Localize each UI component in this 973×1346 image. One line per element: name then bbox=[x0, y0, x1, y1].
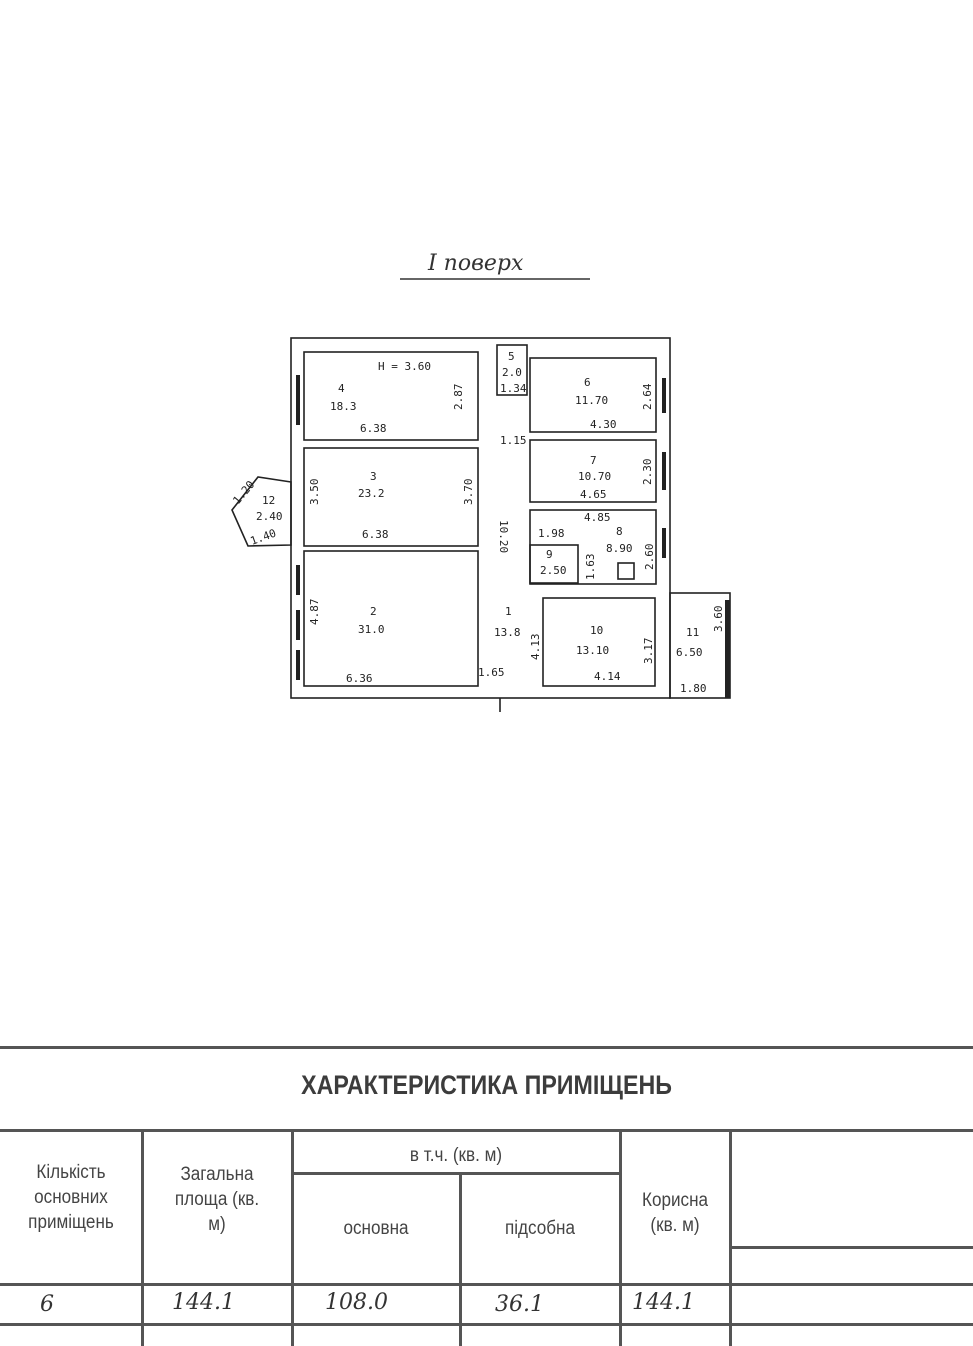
room-8-inner: 1.98 bbox=[538, 527, 565, 540]
room-6-outline bbox=[529, 357, 657, 433]
room-7-outline bbox=[529, 439, 657, 503]
room-11-number: 11 bbox=[686, 626, 699, 639]
room-5-outline bbox=[496, 344, 528, 396]
room-11-height: 3.60 bbox=[712, 606, 725, 633]
col-divider bbox=[291, 1130, 294, 1346]
cell-count: 6 bbox=[40, 1292, 54, 1317]
room-12-area: 2.40 bbox=[256, 510, 283, 523]
corridor-length: 10.20 bbox=[497, 520, 510, 553]
room-3-area: 23.2 bbox=[358, 487, 385, 500]
room-8-height: 2.60 bbox=[643, 544, 656, 571]
room-3-width: 6.38 bbox=[362, 528, 389, 541]
room-2-number: 2 bbox=[370, 605, 377, 618]
room-3-outline bbox=[303, 447, 479, 547]
room-8-width: 4.85 bbox=[584, 511, 611, 524]
col-divider bbox=[459, 1173, 462, 1346]
header-incl: в т.ч. (кв. м) bbox=[409, 1145, 503, 1166]
cell-useful: 144.1 bbox=[632, 1290, 695, 1315]
corridor-side: 4.13 bbox=[529, 634, 542, 661]
room-6-area: 11.70 bbox=[575, 394, 608, 407]
room-2-height: 4.87 bbox=[308, 599, 321, 626]
room-6-width: 4.30 bbox=[590, 418, 617, 431]
floor-plan: I поверх H = 3.60 4 18.3 6.38 2.87 3 23.… bbox=[230, 251, 731, 712]
room-12-outline bbox=[231, 476, 292, 547]
cell-aux: 36.1 bbox=[495, 1292, 544, 1317]
room-10-width: 4.14 bbox=[594, 670, 621, 683]
room-4-width: 6.38 bbox=[360, 422, 387, 435]
col-divider bbox=[729, 1130, 732, 1346]
room-11-area: 6.50 bbox=[676, 646, 703, 659]
room-3-left: 3.50 bbox=[308, 479, 321, 506]
room-8-area: 8.90 bbox=[606, 542, 633, 555]
room-2-outline bbox=[303, 550, 479, 687]
row-bottom-border bbox=[0, 1323, 973, 1326]
room-4-outline bbox=[303, 351, 479, 441]
stove-symbol bbox=[617, 562, 635, 580]
room-6-height: 2.64 bbox=[641, 383, 654, 410]
room-7-area: 10.70 bbox=[578, 470, 611, 483]
col-divider bbox=[619, 1130, 622, 1346]
room-5-number: 5 bbox=[508, 350, 515, 363]
room-9-area: 2.50 bbox=[540, 564, 567, 577]
room-2-width: 6.36 bbox=[346, 672, 373, 685]
table-title: ХАРАКТЕРИСТИКА ПРИМІЩЕНЬ bbox=[301, 1070, 672, 1100]
room-5-area: 2.0 bbox=[502, 366, 522, 379]
header-useful: Корисна (кв. м) bbox=[641, 1190, 709, 1236]
cell-total: 144.1 bbox=[172, 1290, 235, 1315]
room-12-number: 12 bbox=[262, 494, 275, 507]
room-7-height: 2.30 bbox=[641, 459, 654, 486]
room-6-number: 6 bbox=[584, 376, 591, 389]
cell-main: 108.0 bbox=[325, 1290, 388, 1315]
room-10-area: 13.10 bbox=[576, 644, 609, 657]
room-8-side: 1.63 bbox=[584, 554, 597, 581]
table-top-border bbox=[0, 1046, 973, 1049]
room-4-number: 4 bbox=[338, 382, 345, 395]
corridor-bottom: 1.65 bbox=[478, 666, 505, 679]
col-divider bbox=[141, 1130, 144, 1346]
room-11-width: 1.80 bbox=[680, 682, 707, 695]
header-count: Кількість основних приміщень bbox=[28, 1162, 114, 1233]
header-total: Загальна площа (кв. м) bbox=[174, 1164, 260, 1235]
room-9-number: 9 bbox=[546, 548, 553, 561]
subheader-border bbox=[292, 1172, 620, 1175]
header-bottom-border bbox=[0, 1283, 973, 1286]
header-top-border bbox=[0, 1129, 973, 1132]
header-aux: підсобна bbox=[504, 1218, 576, 1239]
room-4-area: 18.3 bbox=[330, 400, 357, 413]
room-5-width: 1.34 bbox=[500, 382, 527, 395]
right-cell-border bbox=[730, 1246, 973, 1249]
room-2-area: 31.0 bbox=[358, 623, 385, 636]
room-1-number: 1 bbox=[505, 605, 512, 618]
corridor-width: 1.15 bbox=[500, 434, 527, 447]
room-7-width: 4.65 bbox=[580, 488, 607, 501]
height-label: H = 3.60 bbox=[378, 360, 431, 373]
room-7-number: 7 bbox=[590, 454, 597, 467]
outer-wall bbox=[290, 337, 671, 699]
room-8-number: 8 bbox=[616, 525, 623, 538]
room-10-height: 3.17 bbox=[642, 638, 655, 665]
room-3-height: 3.70 bbox=[462, 479, 475, 506]
room-1-area: 13.8 bbox=[494, 626, 521, 639]
room-9-outline bbox=[529, 544, 579, 584]
room-10-outline bbox=[542, 597, 656, 687]
room-3-number: 3 bbox=[370, 470, 377, 483]
room-4-height: 2.87 bbox=[452, 384, 465, 411]
header-main: основна bbox=[343, 1218, 409, 1239]
room-10-number: 10 bbox=[590, 624, 603, 637]
floor-title: I поверх bbox=[427, 251, 524, 276]
